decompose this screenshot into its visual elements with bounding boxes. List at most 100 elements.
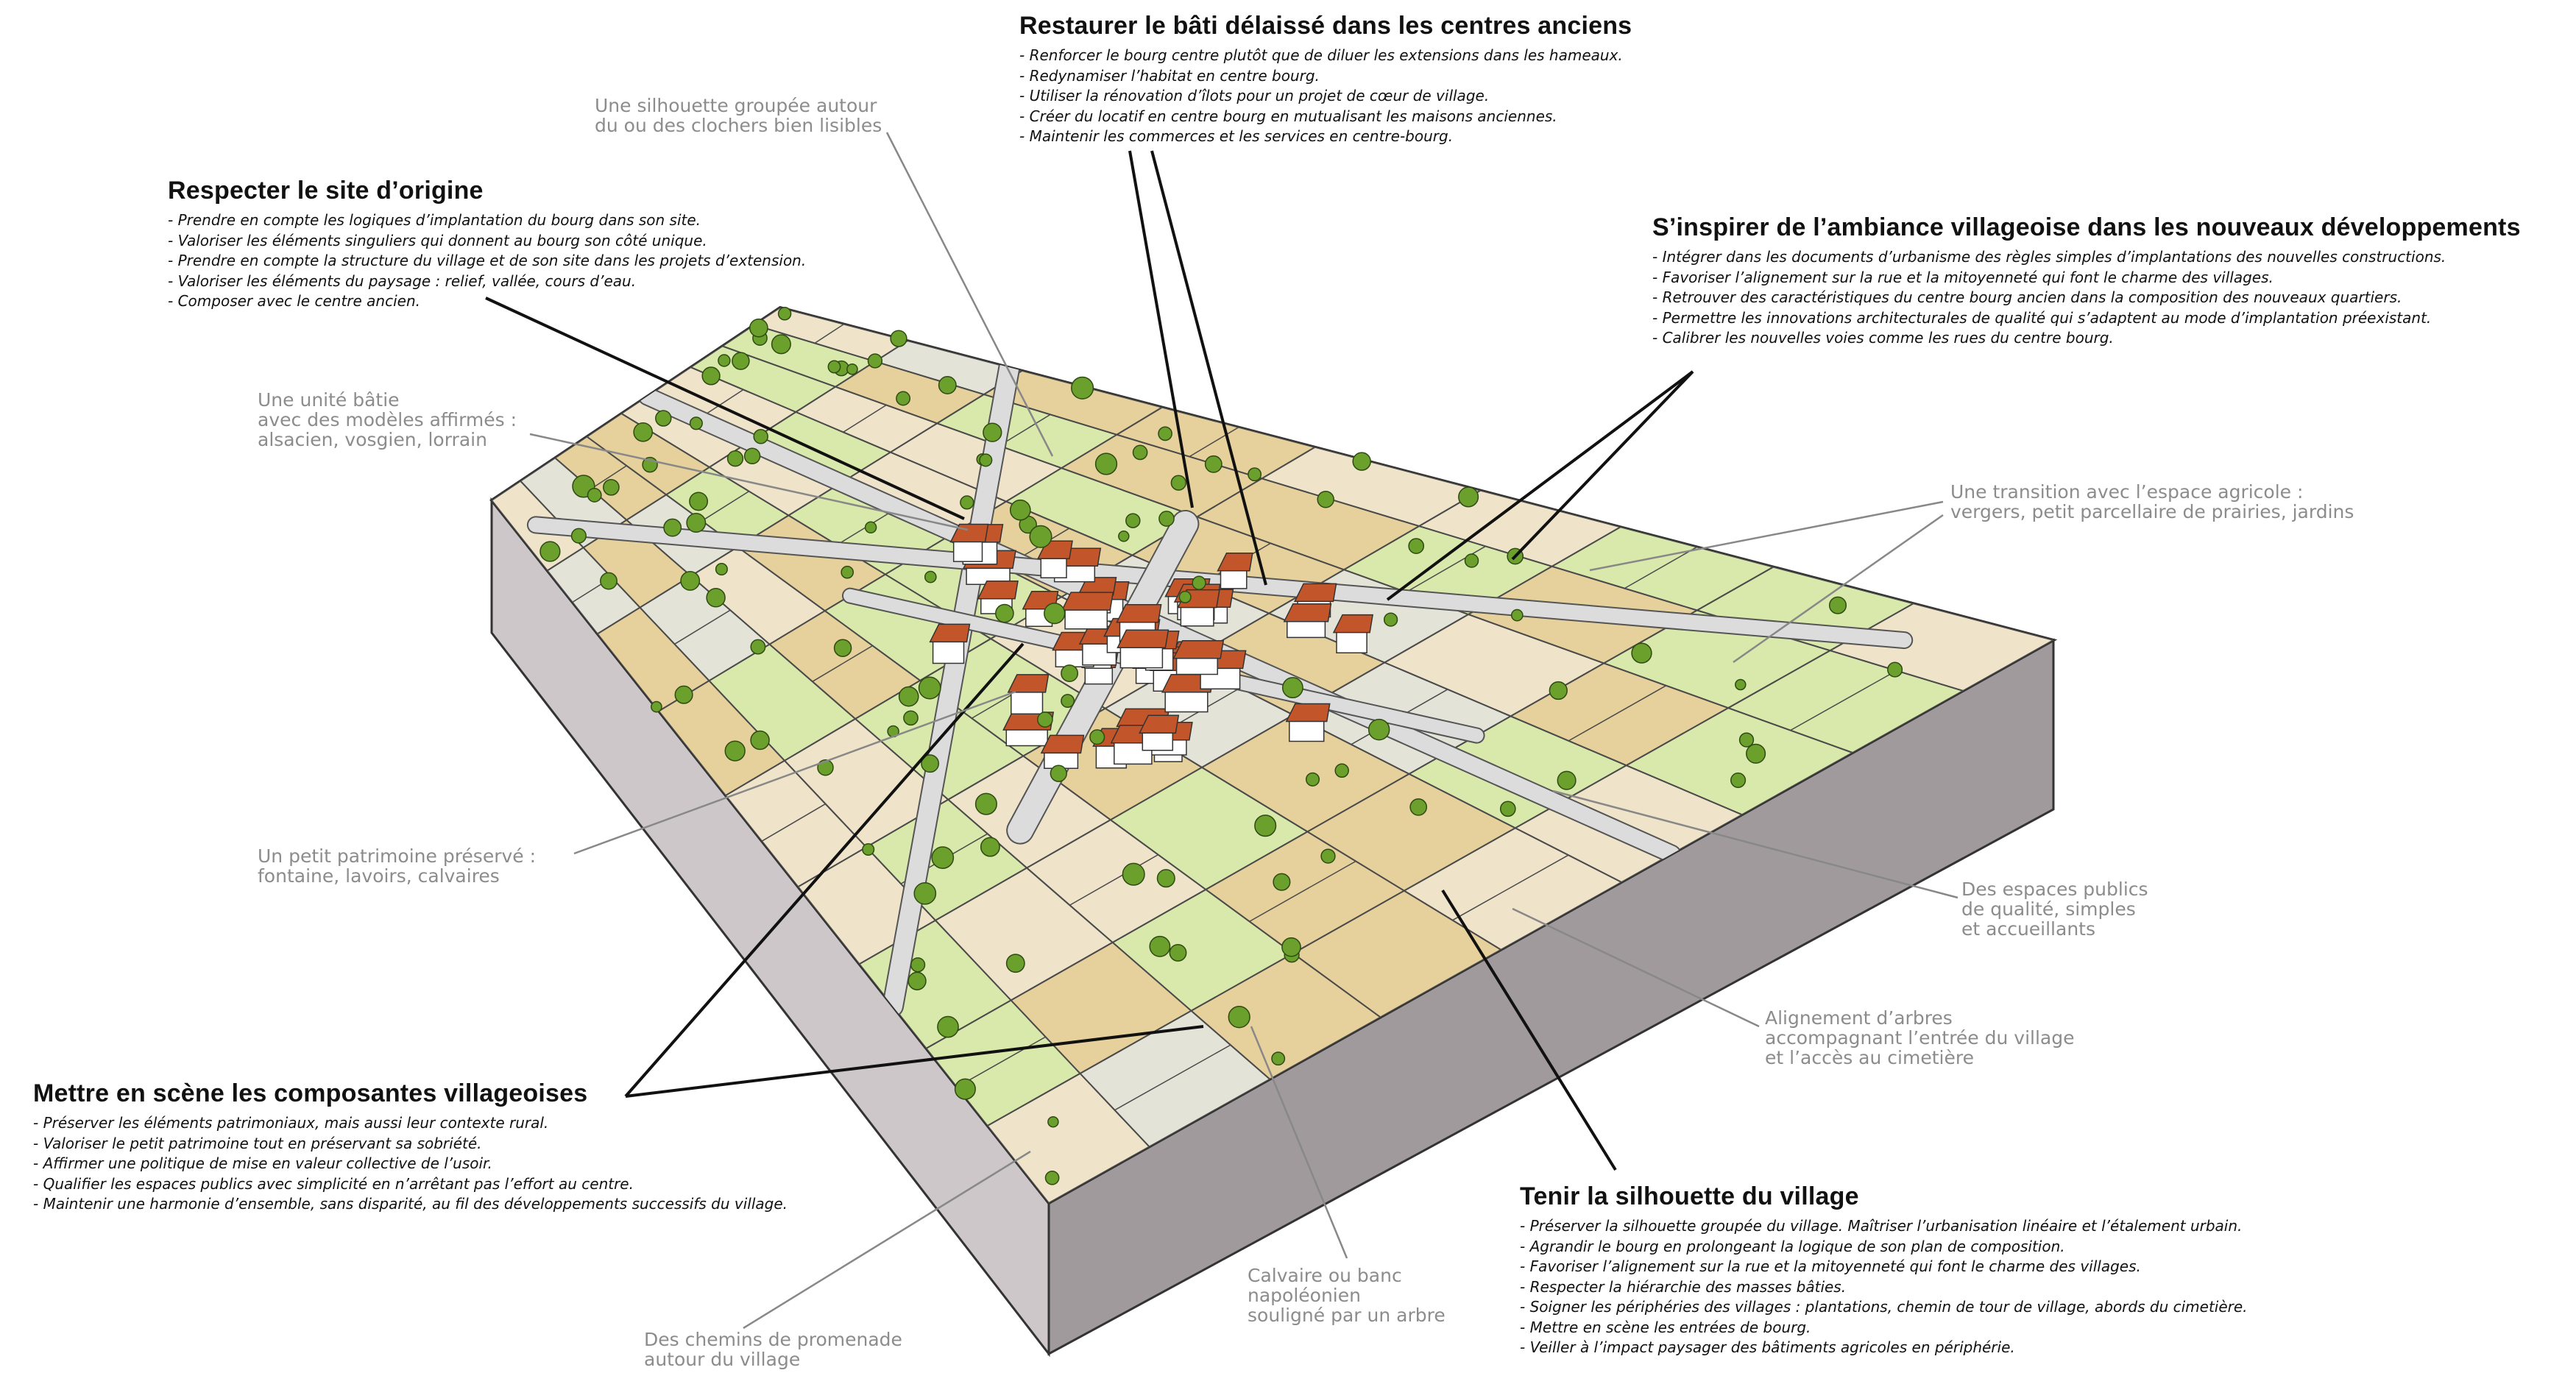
list-item: - Renforcer le bourg centre plutôt que d… [1019, 46, 1623, 64]
block-restaurer: Restaurer le bâti délaissé dans les cent… [1019, 10, 1632, 147]
tree [1047, 1115, 1059, 1128]
tree [1122, 862, 1145, 886]
house-roof [977, 581, 1019, 600]
house-wall [1119, 645, 1164, 669]
tree [1281, 937, 1301, 957]
tree [1464, 553, 1479, 568]
tree [1061, 664, 1079, 683]
label-transition: Une transition avec l’espace agricole : … [1950, 481, 2354, 522]
house-roof [1285, 703, 1331, 723]
field-divider [999, 414, 1051, 447]
leader-line-bold [485, 297, 965, 520]
block-list-restaurer: - Renforcer le bourg centre plutôt que d… [1019, 46, 1632, 147]
house-wall [1220, 569, 1248, 589]
tree [1192, 575, 1206, 590]
tree [1557, 770, 1577, 790]
tree [1317, 490, 1334, 508]
field-divider [1189, 427, 1239, 458]
list-item: - Qualifier les espaces publics avec sim… [33, 1174, 634, 1193]
house-roof [1172, 639, 1225, 659]
leader-line-bold [1511, 370, 1694, 561]
tree [896, 391, 911, 406]
field-divider [674, 609, 731, 645]
tree [777, 307, 792, 321]
tree [937, 1015, 959, 1038]
tree [1746, 743, 1766, 764]
label-calvaire: Calvaire ou banc napoléonien souligné pa… [1248, 1265, 1446, 1326]
tree [1730, 772, 1747, 788]
label-petit-patrimoine: Un petit patrimoine préservé : fontaine,… [258, 845, 537, 887]
house-wall [1011, 690, 1044, 714]
house-roof [1332, 614, 1373, 634]
leader-line-bold [1128, 150, 1194, 508]
house-wall [1064, 608, 1108, 630]
tree [750, 639, 766, 655]
tree [1029, 525, 1052, 548]
tree [743, 447, 761, 465]
block-list-tenir: - Préserver la silhouette groupée du vil… [1520, 1216, 2248, 1358]
house-roof [1117, 629, 1170, 649]
tree [1061, 694, 1075, 709]
tree [749, 318, 768, 338]
leader-line [529, 433, 969, 531]
tree [1735, 678, 1747, 691]
block-respecter: Respecter le site d’origine - Prendre en… [168, 175, 806, 312]
field-divider [814, 323, 844, 344]
leader-line [743, 1150, 1031, 1330]
leader-line [573, 690, 1016, 855]
list-item: - Maintenir une harmonie d’ensemble, san… [33, 1195, 788, 1213]
field-divider [701, 491, 750, 522]
label-alignement-arbres: Alignement d’arbres accompagnant l’entré… [1765, 1007, 2075, 1068]
tree [1320, 848, 1336, 864]
list-item: - Redynamiser l’habitat en centre bourg. [1019, 66, 1320, 85]
tree [979, 453, 993, 467]
field-divider [1249, 860, 1356, 923]
tree [1050, 764, 1067, 782]
tree [1248, 467, 1262, 482]
tree [706, 588, 726, 608]
tree [680, 570, 701, 591]
field-divider [843, 404, 887, 433]
tree [1273, 873, 1291, 891]
house-wall [1287, 619, 1326, 639]
tree [1254, 815, 1277, 837]
leader-line [1733, 514, 1944, 664]
leader-line [885, 132, 1054, 457]
field-parcel [986, 1072, 1151, 1203]
house-roof [1007, 674, 1050, 693]
tree [1305, 772, 1320, 787]
tree [701, 366, 721, 386]
block-title-inspirer: S’inspirer de l’ambiance villageoise dan… [1652, 213, 2521, 241]
list-item: - Prendre en compte les logiques d’impla… [168, 211, 701, 229]
tree [1044, 1170, 1060, 1185]
house-roof [1283, 603, 1332, 622]
house-wall [1005, 728, 1048, 747]
house-wall [952, 539, 983, 562]
list-item: - Affirmer une politique de mise en vale… [33, 1154, 492, 1172]
list-item: - Calibrer les nouvelles voies comme les… [1652, 329, 2114, 347]
leader-line [1552, 790, 1958, 899]
tree [1169, 943, 1187, 962]
tree [686, 513, 707, 533]
tree [651, 700, 662, 713]
field-divider [1790, 670, 1897, 731]
tree [724, 740, 746, 762]
house-wall [932, 639, 965, 664]
house-wall [1040, 556, 1067, 578]
list-item: - Intégrer dans les documents d’urbanism… [1652, 248, 2446, 266]
list-item: - Utiliser la rénovation d’îlots pour un… [1019, 87, 1490, 104]
list-item: - Mettre en scène les entrées de bourg. [1520, 1318, 1811, 1336]
tree [1094, 453, 1118, 475]
leader-line [1512, 907, 1760, 1028]
tree [750, 730, 770, 751]
tree [1458, 486, 1479, 508]
house-wall [1336, 630, 1367, 654]
block-inspirer: S’inspirer de l’ambiance villageoise dan… [1652, 212, 2521, 349]
tree [718, 354, 731, 367]
tree [689, 416, 703, 430]
house-wall [1175, 656, 1218, 675]
leader-line-bold [1441, 889, 1617, 1171]
tree [1228, 1006, 1250, 1029]
tree [689, 492, 709, 511]
